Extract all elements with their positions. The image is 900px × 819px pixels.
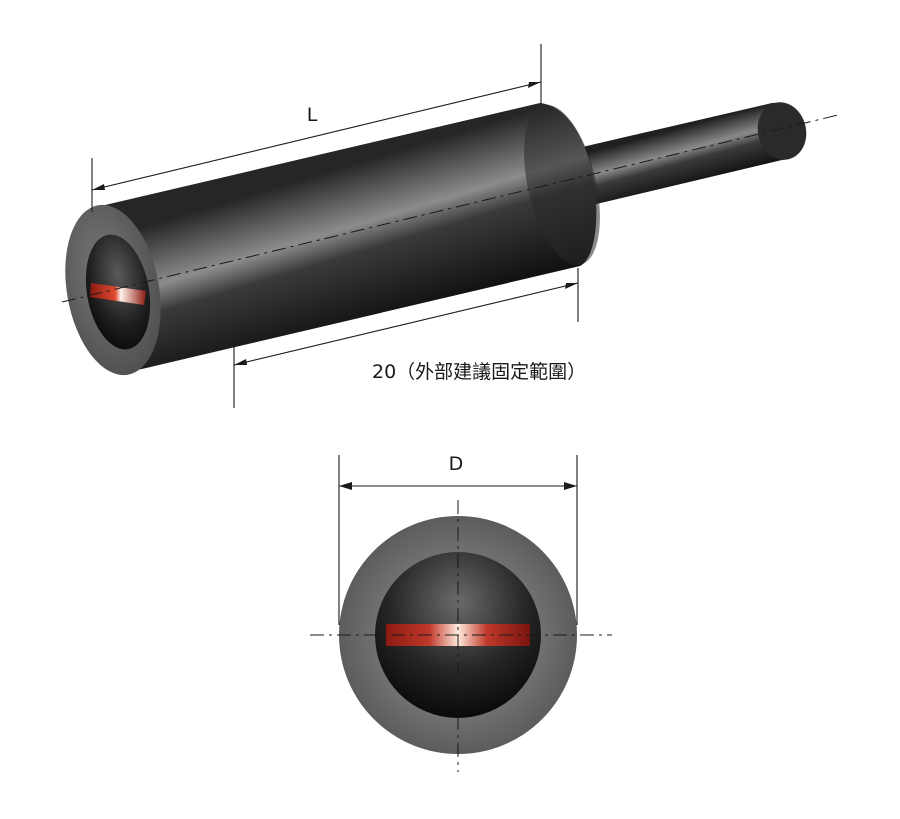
heater-rear-cap (524, 104, 600, 266)
mount-range-label: 20（外部建議固定範圍） (372, 361, 586, 383)
mount-range-dimension: 20（外部建議固定範圍） (233, 268, 586, 408)
lead-rod (578, 102, 801, 206)
sensor-element-perspective (90, 283, 146, 305)
heater-body (105, 103, 597, 373)
length-label: L (307, 104, 318, 126)
length-dimension: L (91, 44, 542, 212)
axis-center-line (61, 114, 839, 303)
cylinder-perspective-view: L 20（外部建議固定範圍） (61, 44, 839, 408)
diameter-dimension: D (338, 453, 578, 625)
cylinder-front-view: D (310, 453, 612, 772)
lead-rod-end (757, 102, 807, 160)
diameter-label: D (449, 453, 464, 475)
